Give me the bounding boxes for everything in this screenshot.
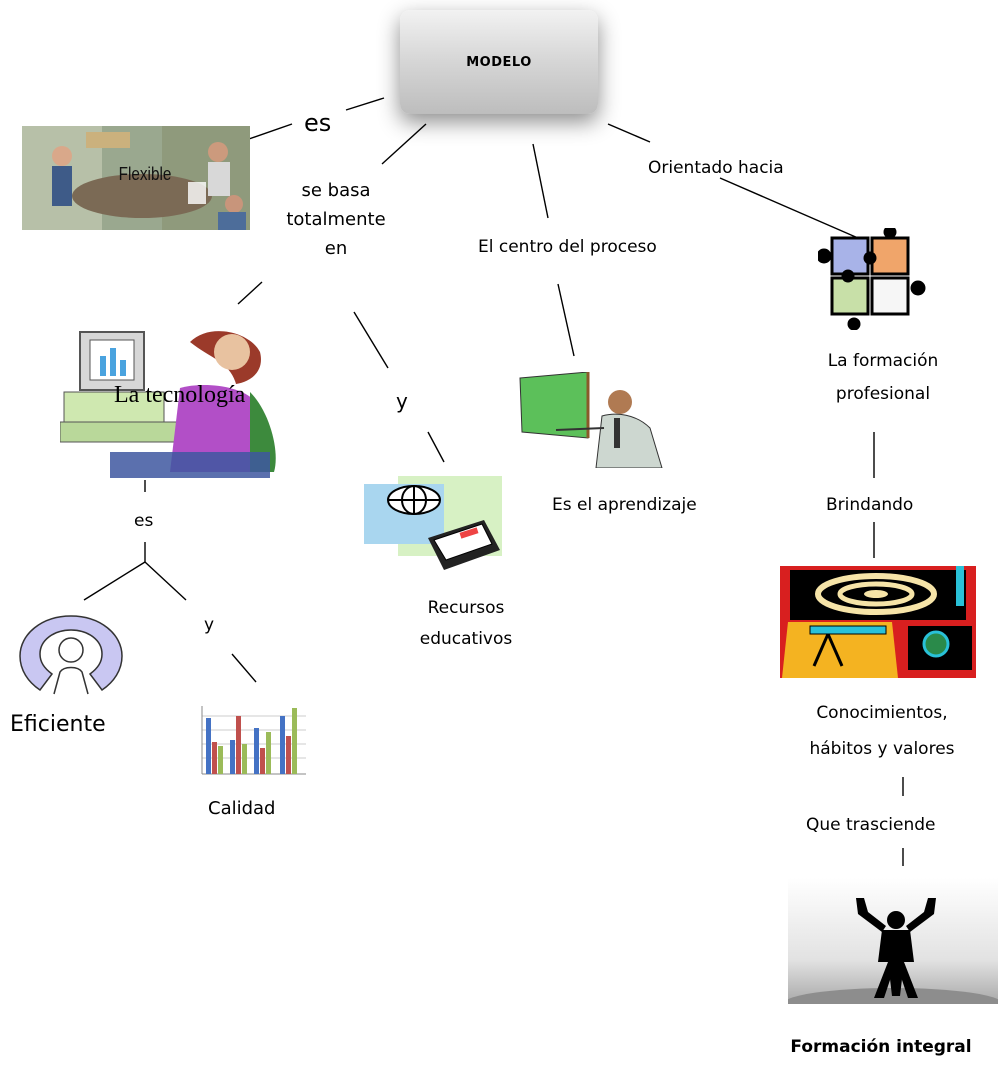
label-se-basa: se basa totalmente en: [286, 180, 386, 259]
tecnologia-image: La tecnología: [59, 322, 280, 482]
line-es-flexible: [245, 123, 293, 141]
recursos-image: [364, 468, 504, 576]
line-modelo-orientado: [607, 123, 651, 143]
line-split-eficiente: [83, 561, 146, 601]
formacion-profesional-label: La formación profesional: [827, 351, 939, 404]
modelo-node: MODELO: [400, 10, 598, 114]
eficiente-label: Eficiente: [10, 712, 106, 737]
line-sebasa-tecnologia: [237, 281, 263, 305]
line-split-y: [144, 561, 187, 601]
label-brindando: Brindando: [826, 495, 914, 515]
label-y-middle: y: [396, 389, 408, 413]
bar-chart-icon: [196, 704, 306, 780]
label-centro-proceso: El centro del proceso: [478, 237, 657, 257]
line-centro-aprendizaje: [557, 283, 575, 357]
conocimientos-label: Conocimientos, hábitos y valores: [809, 703, 955, 759]
label-orientado-hacia: Orientado hacia: [648, 158, 784, 178]
modelo-title: MODELO: [466, 54, 532, 70]
line-sebasa-y: [353, 311, 389, 369]
line-y-recursos: [427, 431, 445, 463]
computer-user-icon: [59, 331, 276, 478]
user-ring-icon: [19, 615, 123, 695]
tecnologia-label: La tecnología: [114, 382, 246, 408]
formacion-integral-image: [788, 878, 998, 1004]
flexible-label: Flexible: [118, 164, 172, 184]
label-que-trasciende: Que trasciende: [806, 815, 936, 835]
calidad-label: Calidad: [208, 798, 276, 819]
line-modelo-centro: [532, 143, 549, 219]
calidad-image: [196, 704, 306, 780]
label-es: es: [304, 109, 332, 137]
victory-silhouette-icon: [788, 878, 998, 1004]
line-modelo-es: [345, 97, 385, 111]
flexible-image: Flexible: [22, 126, 250, 230]
galaxy-telescope-icon: [780, 566, 976, 678]
formacion-integral-label: Formación integral: [790, 1037, 972, 1057]
eficiente-image: [16, 610, 126, 698]
label-y-low: y: [204, 615, 215, 635]
aprendizaje-label: Es el aprendizaje: [552, 495, 697, 515]
globe-projector-icon: [364, 476, 502, 570]
recursos-label: Recursos educativos: [419, 598, 513, 649]
line-modelo-sebasa: [381, 123, 427, 165]
formacion-profesional-image: [818, 228, 926, 330]
office-collage-icon: [22, 126, 250, 230]
aprendizaje-image: [516, 372, 664, 468]
conocimientos-image: [780, 566, 976, 678]
teacher-pointing-icon: [519, 372, 663, 468]
label-es-low: es: [134, 511, 154, 531]
line-orientado-puzzle: [719, 177, 859, 239]
line-y-calidad: [231, 653, 257, 683]
puzzle-icon: [818, 228, 926, 330]
